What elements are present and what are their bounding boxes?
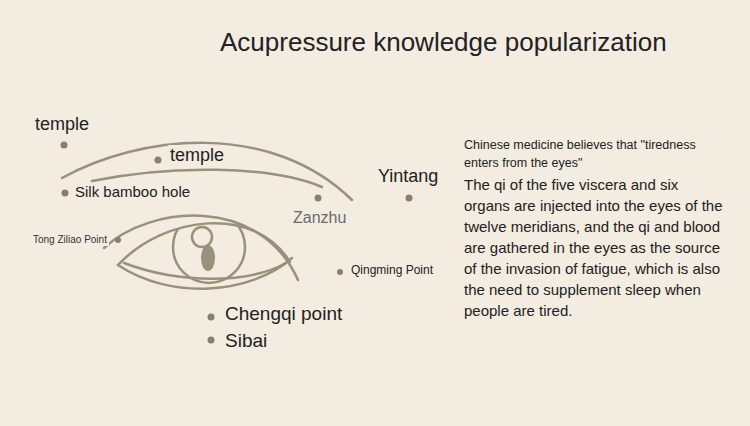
point-label: Silk bamboo hole [73,183,192,200]
pupil [201,245,215,271]
point-label: Yintang [376,166,440,187]
point-dot [337,269,343,275]
point-label: temple [168,145,226,166]
eyelid-crease [104,216,298,280]
point-dot [315,195,322,202]
point-label: Chengqi point [223,303,344,325]
pupil-highlight [192,227,212,247]
point-dot [406,195,413,202]
point-dot [208,314,215,321]
point-dot [155,157,162,164]
point-dot [115,237,121,243]
note-text: The qi of the five viscera and six organ… [462,174,728,321]
point-label: Qingming Point [349,264,435,278]
point-dot [62,190,69,197]
note-text: Chinese medicine believes that "tirednes… [462,136,728,172]
iris [173,211,245,283]
point-label: Sibai [223,330,269,352]
point-label: Tong Ziliao Point [31,234,109,246]
point-dot [208,337,215,344]
point-label: temple [33,114,91,135]
point-label: Zanzhu [291,209,348,227]
title: Acupressure knowledge popularization [218,28,669,58]
brow-upper [62,143,352,200]
point-dot [61,142,68,149]
